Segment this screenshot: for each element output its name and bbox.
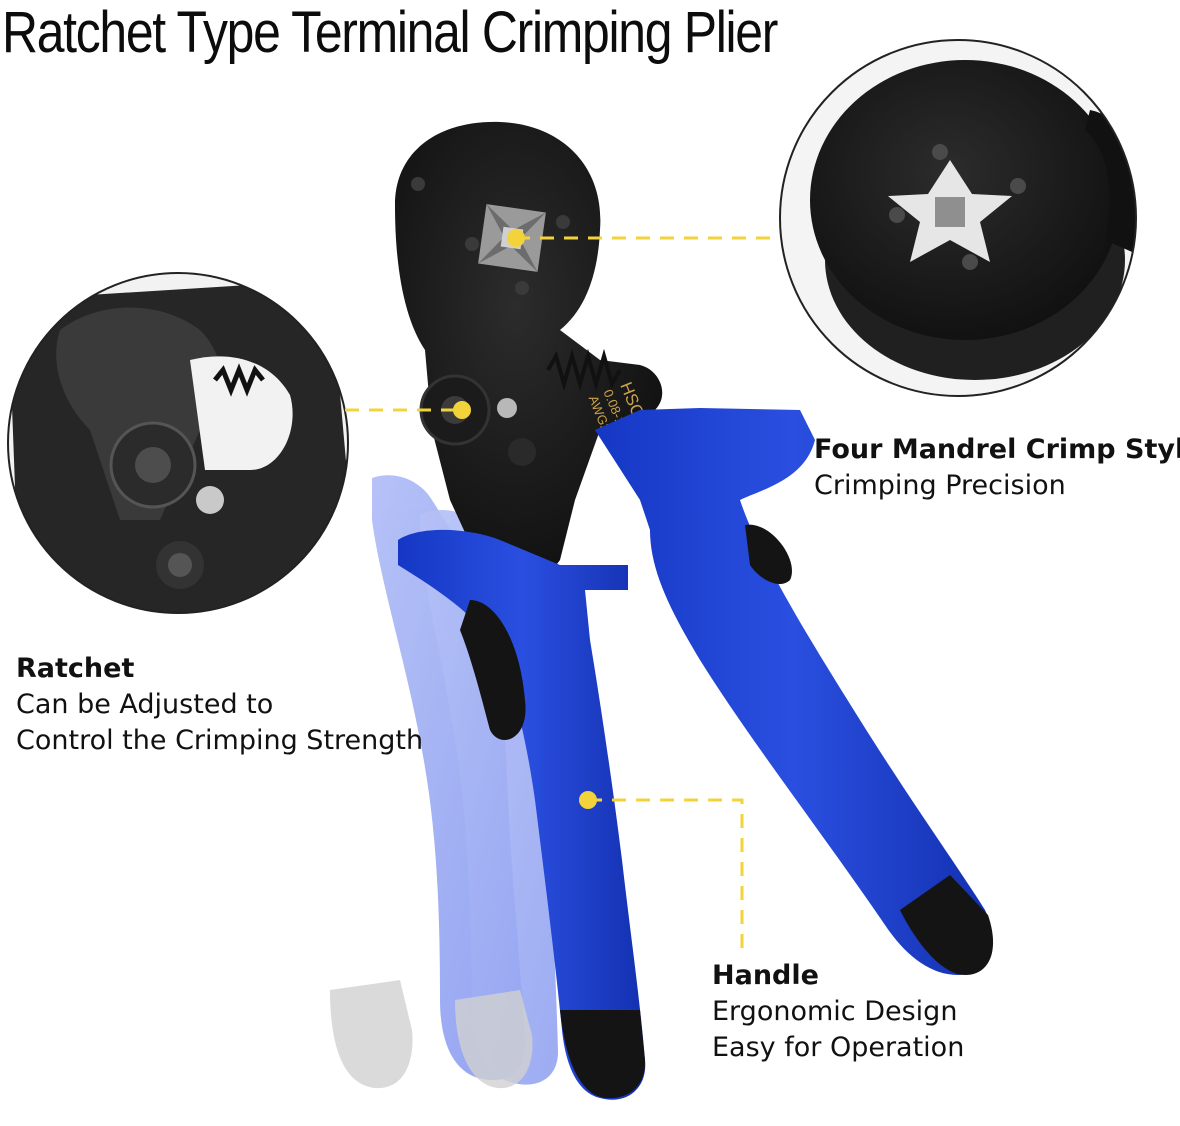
crimper-body: HSC8 6-4A 0.08-10mm² AWG28-7 [395,121,994,1100]
handle-callout-line1: Ergonomic Design [712,996,958,1027]
handle-callout: Handle Ergonomic Design Easy for Operati… [712,958,964,1066]
mandrel-callout: Four Mandrel Crimp Style Crimping Precis… [814,432,1180,504]
mandrel-callout-line1: Crimping Precision [814,470,1066,501]
mandrel-zoom [779,39,1137,397]
mandrel-callout-dot [507,229,525,247]
handle-callout-dot [579,791,597,809]
page-title: Ratchet Type Terminal Crimping Plier [2,0,778,65]
ratchet-zoom [7,272,349,614]
handle-callout-line [588,798,744,950]
callout-markers [345,236,780,950]
ratchet-callout-line2: Control the Crimping Strength [16,725,424,756]
ratchet-callout-line1: Can be Adjusted to [16,689,274,720]
ratchet-callout: Ratchet Can be Adjusted to Control the C… [16,651,423,759]
mandrel-callout-heading: Four Mandrel Crimp Style [814,434,1180,465]
ratchet-callout-dot [453,401,471,419]
ratchet-callout-heading: Ratchet [16,653,135,684]
handle-callout-heading: Handle [712,960,819,991]
handle-callout-line2: Easy for Operation [712,1032,965,1063]
